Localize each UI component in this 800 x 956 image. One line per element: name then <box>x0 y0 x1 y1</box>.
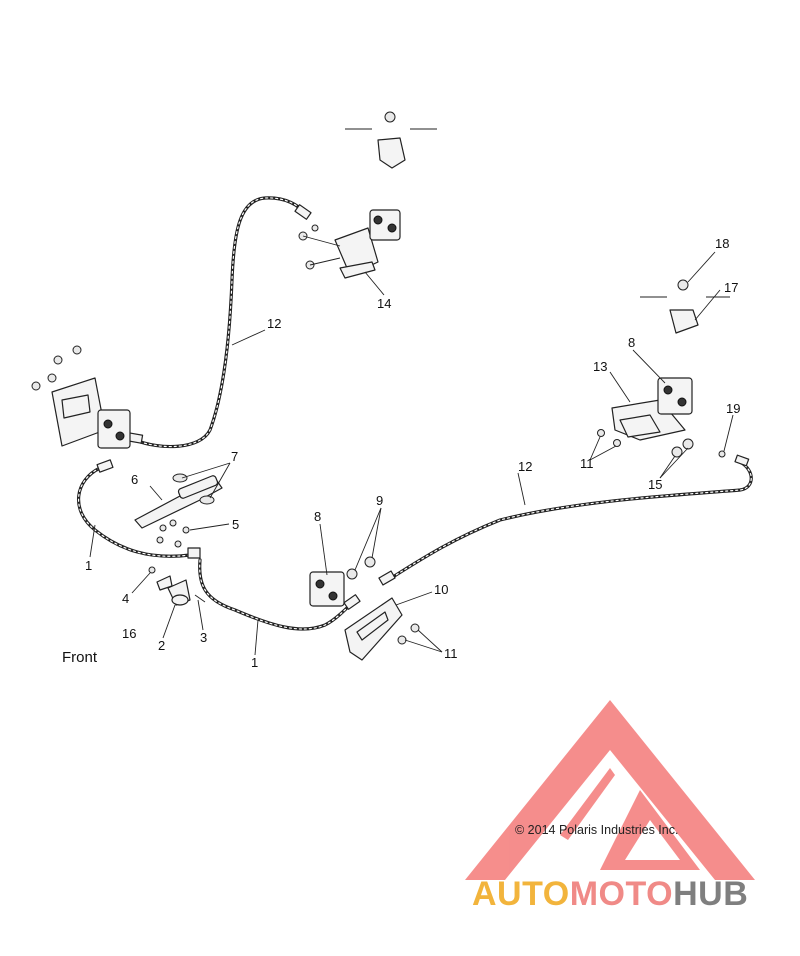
callout-numbers: 1 1 2 3 4 5 6 7 8 8 9 10 11 11 12 12 13 … <box>85 236 740 670</box>
lower-left-bracket-group <box>148 566 206 606</box>
cable-12-upper <box>133 196 307 449</box>
callout-9: 9 <box>376 493 383 508</box>
left-bracket-group <box>31 345 131 449</box>
callout-1-right: 1 <box>251 655 258 670</box>
callout-7: 7 <box>231 449 238 464</box>
callout-3: 3 <box>200 630 207 645</box>
callout-16: 16 <box>122 626 136 641</box>
brand-text-auto: AUTO <box>472 875 570 913</box>
callout-4: 4 <box>122 591 129 606</box>
callout-13: 13 <box>593 359 607 374</box>
callout-18: 18 <box>715 236 729 251</box>
callout-11-right: 11 <box>580 456 594 471</box>
callout-19: 19 <box>726 401 740 416</box>
callout-6: 6 <box>131 472 138 487</box>
callout-8-right: 8 <box>628 335 635 350</box>
center-caliper-group <box>309 556 420 661</box>
callout-11-center: 11 <box>444 646 458 661</box>
callout-14: 14 <box>377 296 391 311</box>
brand-text-moto: MOTO <box>570 875 673 913</box>
callout-leaders <box>89 251 734 656</box>
callout-5: 5 <box>232 517 239 532</box>
callout-8-center: 8 <box>314 509 321 524</box>
handle-lever-group <box>134 473 223 548</box>
callout-12-lower: 12 <box>518 459 532 474</box>
triangle-logo-icon <box>465 700 755 880</box>
brand-text-hub: HUB <box>673 875 748 913</box>
callout-10: 10 <box>434 582 448 597</box>
callout-2: 2 <box>158 638 165 653</box>
svg-text:AUTOMOTOHUB: AUTOMOTOHUB <box>472 875 748 913</box>
callout-12-upper: 12 <box>267 316 281 331</box>
callout-1-left: 1 <box>85 558 92 573</box>
right-bracket-group <box>597 279 730 458</box>
copyright-text: © 2014 Polaris Industries Inc. <box>515 823 678 837</box>
top-bracket-group <box>298 111 437 279</box>
callout-17: 17 <box>724 280 738 295</box>
cable-12-lower <box>386 460 753 582</box>
cable-end-fittings <box>96 204 750 610</box>
callout-15: 15 <box>648 477 662 492</box>
front-label: Front <box>62 649 98 666</box>
cable-1-left <box>77 466 192 558</box>
cable-1-right <box>198 558 357 631</box>
